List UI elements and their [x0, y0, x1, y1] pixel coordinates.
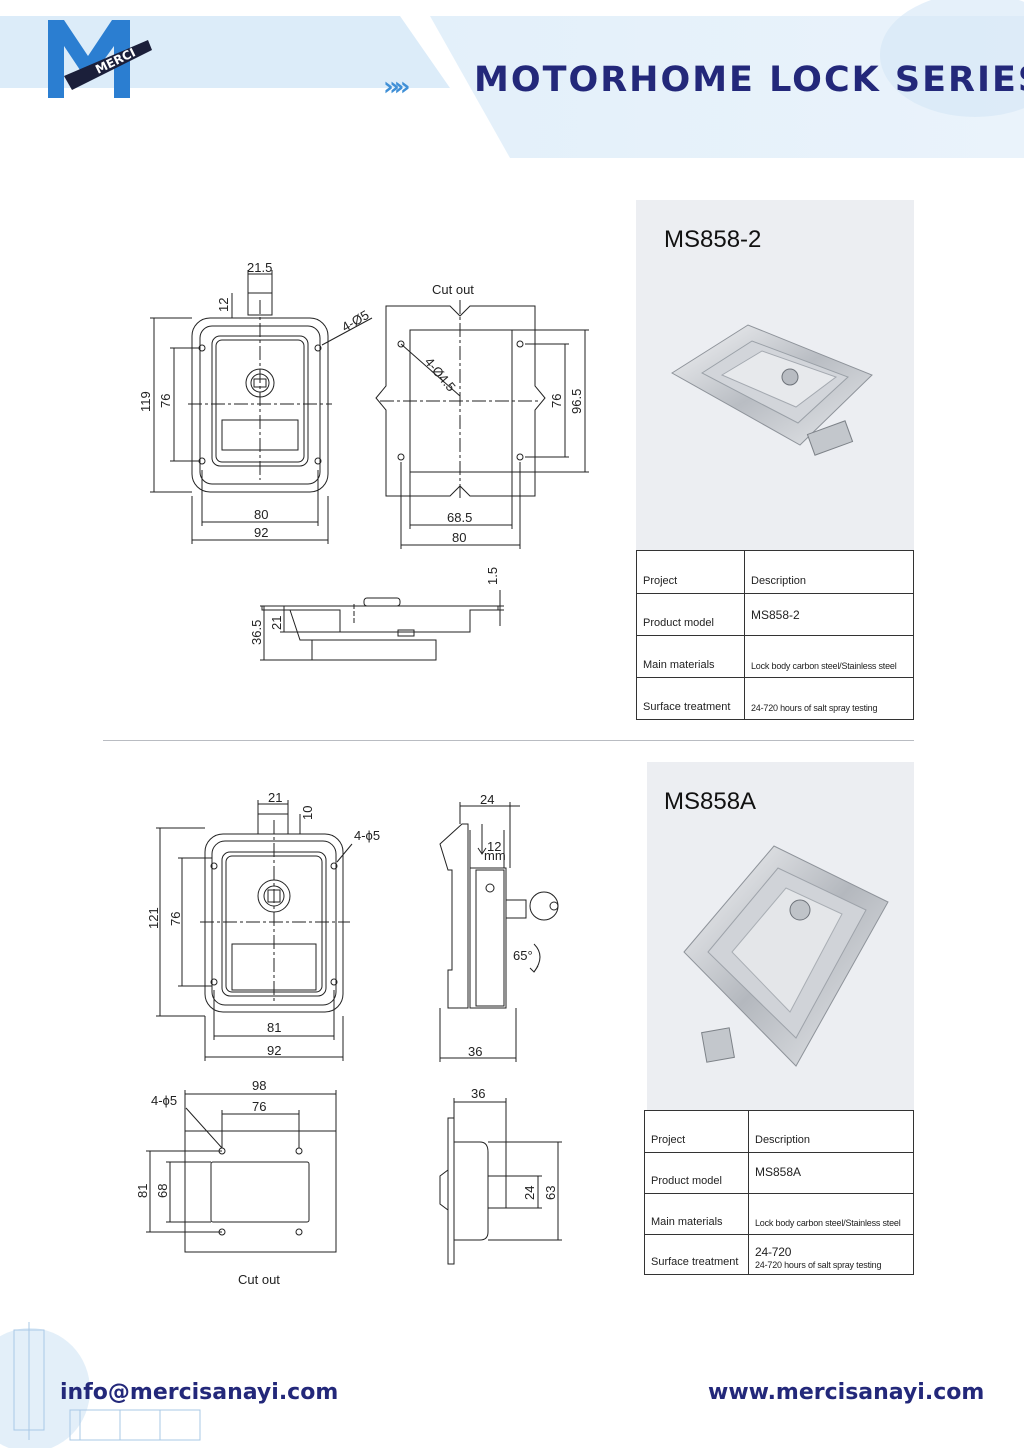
technical-drawing-1: 21.5 12 4-Ø5 119 76 80 92 Cut out 4-Ø4.5… — [138, 260, 589, 661]
section-divider — [103, 740, 914, 741]
dim-label: 96.5 — [569, 389, 584, 414]
dim-label: 12 — [216, 298, 231, 312]
dim-label: 36.5 — [249, 620, 264, 645]
model-value: MS858-2 — [744, 593, 914, 636]
dim-label: 81 — [267, 1020, 281, 1035]
surface-value-top: 24-720 — [755, 1245, 792, 1259]
dim-label: 92 — [267, 1043, 281, 1058]
footer-website[interactable]: www.mercisanayi.com — [708, 1380, 985, 1405]
dim-label: 68.5 — [447, 510, 472, 525]
lock-photo-1 — [671, 324, 873, 456]
surface-value: 24-720 hours of salt spray testing — [744, 677, 914, 720]
dim-label: 76 — [158, 394, 173, 408]
side-view-2 — [439, 802, 559, 1062]
cutout-view-2 — [146, 1090, 337, 1253]
surface-label: Surface treatment — [644, 1234, 749, 1275]
lock-photo-2 — [683, 845, 889, 1067]
cutout-view-1 — [375, 300, 589, 549]
dim-label: 21 — [269, 616, 284, 630]
dim-label: 92 — [254, 525, 268, 540]
dim-label: 21 — [268, 790, 282, 805]
model-value: MS858A — [748, 1152, 914, 1194]
dim-label: 98 — [252, 1078, 266, 1093]
dim-label: 4-ϕ5 — [151, 1093, 177, 1108]
project-label: Project — [644, 1110, 749, 1153]
dim-label: 36 — [468, 1044, 482, 1059]
model-title-1: MS858-2 — [664, 226, 762, 253]
footer-email[interactable]: info@mercisanayi.com — [60, 1380, 339, 1405]
description-label: Description — [744, 550, 914, 594]
footer-decoration — [0, 1322, 201, 1448]
dim-label: 24 — [480, 792, 494, 807]
spec-table-1: Project Description Product model MS858-… — [636, 550, 914, 720]
model-label: Product model — [644, 1152, 749, 1194]
dim-label: 68 — [155, 1184, 170, 1198]
front-view-1 — [150, 270, 373, 544]
dim-label: 24 — [522, 1186, 537, 1200]
front-view-2 — [156, 800, 353, 1061]
materials-value: Lock body carbon steel/Stainless steel — [744, 635, 914, 678]
description-label: Description — [748, 1110, 914, 1153]
dim-label: 80 — [254, 507, 268, 522]
surface-value-cell: 24-720 24-720 hours of salt spray testin… — [748, 1234, 914, 1275]
dim-label: 10 — [300, 806, 315, 820]
dim-label: 76 — [549, 394, 564, 408]
dim-label: 76 — [252, 1099, 266, 1114]
technical-drawing-2: 21 10 4-ϕ5 121 76 81 92 24 12 mm 65° 36 … — [135, 790, 562, 1287]
cutout-label: Cut out — [238, 1272, 280, 1287]
merci-logo: MERCI — [48, 20, 152, 98]
materials-label: Main materials — [644, 1193, 749, 1235]
project-label: Project — [636, 550, 745, 594]
side-view-1 — [260, 590, 504, 661]
spec-table-2: Project Description Product model MS858A… — [644, 1110, 914, 1275]
dim-label: 121 — [146, 907, 161, 929]
side-view-2b — [439, 1098, 562, 1265]
model-title-2: MS858A — [664, 788, 757, 815]
dim-label: 21.5 — [247, 260, 272, 275]
dim-label: 12 — [487, 839, 501, 854]
dim-label: 65° — [513, 948, 533, 963]
dim-label: 63 — [543, 1186, 558, 1200]
materials-label: Main materials — [636, 635, 745, 678]
cutout-label: Cut out — [432, 282, 474, 297]
dim-label: mm — [484, 848, 506, 863]
page-title: MOTORHOME LOCK SERIES — [474, 60, 1024, 100]
surface-value: 24-720 hours of salt spray testing — [755, 1260, 882, 1270]
dim-label: 1.5 — [485, 567, 500, 585]
surface-label: Surface treatment — [636, 677, 745, 720]
dim-label: 4-ϕ5 — [354, 828, 380, 843]
dim-label: 76 — [168, 912, 183, 926]
dim-label: 119 — [138, 391, 153, 412]
materials-value: Lock body carbon steel/Stainless steel — [748, 1193, 914, 1235]
dim-label: 81 — [135, 1184, 150, 1198]
dim-label: 36 — [471, 1086, 485, 1101]
dim-label: 80 — [452, 530, 466, 545]
model-label: Product model — [636, 593, 745, 636]
